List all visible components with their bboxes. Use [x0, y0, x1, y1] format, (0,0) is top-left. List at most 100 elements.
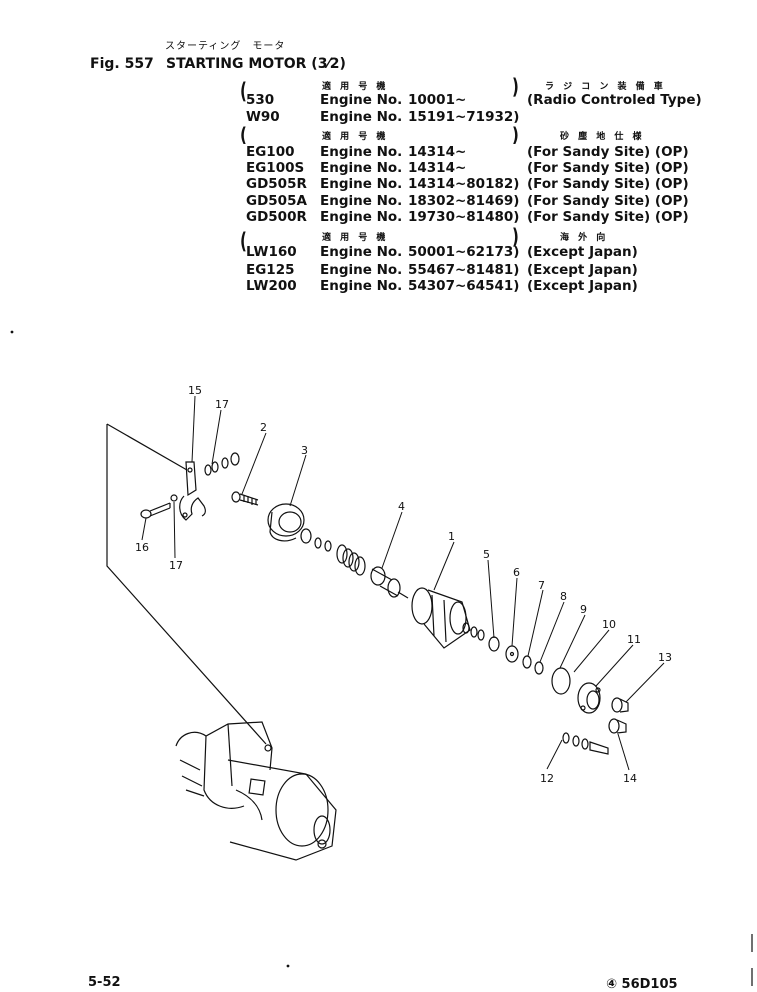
part-4-plunger	[370, 566, 409, 599]
part-13-terminal	[611, 697, 629, 713]
open-brace: (	[240, 227, 247, 255]
engine-label: Engine No.	[320, 193, 403, 209]
engine-label: Engine No.	[320, 244, 403, 260]
model-name: GD505A	[246, 193, 307, 209]
callout-17-lower: 17	[169, 559, 183, 572]
part-14-terminal	[608, 718, 627, 734]
part-3-boot	[267, 503, 305, 542]
callout-9: 9	[580, 603, 587, 616]
part-17-washer-set	[204, 452, 240, 476]
group-header-right: ラ ジ コ ン 装 備 車	[545, 82, 666, 92]
reference-line	[106, 424, 267, 745]
engine-label: Engine No.	[320, 209, 403, 225]
spec-note: (For Sandy Site) (OP)	[527, 144, 689, 160]
callout-8: 8	[560, 590, 567, 603]
small-spring	[462, 622, 485, 641]
part-16-bolt	[140, 502, 171, 519]
callout-14: 14	[623, 772, 637, 785]
spec-note: (Radio Controled Type)	[527, 92, 702, 108]
part-9-o-ring	[551, 667, 571, 695]
close-brace: )	[512, 123, 519, 147]
part-2-screw	[231, 491, 259, 506]
engine-label: Engine No.	[320, 92, 403, 108]
callout-12: 12	[540, 772, 554, 785]
spec-note: (For Sandy Site) (OP)	[527, 176, 689, 192]
spec-note: (Except Japan)	[527, 262, 638, 278]
callout-16: 16	[135, 541, 149, 554]
part-15-shift-lever	[179, 461, 206, 521]
serial-range: 10001~	[408, 92, 467, 108]
serial-range: 14314~	[408, 144, 467, 160]
jp-title: スターティング モータ	[165, 41, 286, 52]
part-17-washer	[170, 494, 178, 502]
callout-7: 7	[538, 579, 545, 592]
close-brace: )	[512, 224, 519, 250]
callout-15: 15	[188, 384, 202, 397]
part-8-washer	[534, 661, 544, 675]
model-name: LW160	[246, 244, 297, 260]
group-header-left: 適 用 号 機	[322, 233, 389, 243]
engine-label: Engine No.	[320, 176, 403, 192]
part-7-washer	[522, 655, 532, 669]
speck	[286, 964, 290, 968]
engine-label: Engine No.	[320, 278, 403, 294]
group-header-left: 適 用 号 機	[322, 82, 389, 92]
serial-range: 19730~81480)	[408, 209, 520, 225]
leader-lines	[141, 395, 665, 771]
part-5-nut	[488, 636, 500, 652]
open-brace: (	[240, 77, 247, 105]
serial-range: 50001~62173)	[408, 244, 520, 260]
callout-11: 11	[627, 633, 641, 646]
callout-5: 5	[483, 548, 490, 561]
page-number: 5-52	[88, 975, 121, 990]
model-name: EG100	[246, 144, 295, 160]
engine-label: Engine No.	[320, 144, 403, 160]
callout-10: 10	[602, 618, 616, 631]
model-name: LW200	[246, 278, 297, 294]
group-header-right: 海 外 向	[560, 233, 609, 243]
part-6-washer	[505, 645, 519, 663]
drawing-code: ④ 56D105	[606, 977, 678, 992]
serial-range: 18302~81469)	[408, 193, 520, 209]
serial-range: 14314~80182)	[408, 176, 520, 192]
callout-4: 4	[398, 500, 405, 513]
model-name: EG125	[246, 262, 295, 278]
figure-number: Fig. 557	[90, 56, 154, 72]
callout-3: 3	[301, 444, 308, 457]
model-name: W90	[246, 109, 280, 125]
open-brace: (	[240, 123, 247, 147]
callout-1: 1	[448, 530, 455, 543]
ring-set	[300, 528, 332, 552]
callout-2: 2	[260, 421, 267, 434]
engine-label: Engine No.	[320, 109, 403, 125]
spec-note: (For Sandy Site) (OP)	[527, 193, 689, 209]
callout-13: 13	[658, 651, 672, 664]
spring	[336, 544, 366, 576]
model-name: GD505R	[246, 176, 307, 192]
close-brace: )	[512, 74, 519, 100]
spec-note: (Except Japan)	[527, 244, 638, 260]
engine-label: Engine No.	[320, 262, 403, 278]
part-1-solenoid-housing	[411, 587, 471, 649]
callout-17-upper: 17	[215, 398, 229, 411]
spec-note: (Except Japan)	[527, 278, 638, 294]
serial-range: 54307~64541)	[408, 278, 520, 294]
starting-motor-assembly	[175, 721, 337, 861]
serial-range: 15191~71932)	[408, 109, 520, 125]
group-header-right: 砂 塵 地 仕 様	[560, 132, 645, 142]
model-name: EG100S	[246, 160, 305, 176]
part-11-cap	[577, 682, 601, 714]
part-12-bolt-set	[562, 732, 609, 755]
serial-range: 14314~	[408, 160, 467, 176]
figure-title: STARTING MOTOR (3⁄2)	[166, 56, 346, 72]
reference-line	[106, 423, 188, 471]
speck	[10, 330, 14, 334]
spec-note: (For Sandy Site) (OP)	[527, 160, 689, 176]
model-name: GD500R	[246, 209, 307, 225]
spec-note: (For Sandy Site) (OP)	[527, 209, 689, 225]
callout-6: 6	[513, 566, 520, 579]
serial-range: 55467~81481)	[408, 262, 520, 278]
engine-label: Engine No.	[320, 160, 403, 176]
model-name: 530	[246, 92, 275, 108]
